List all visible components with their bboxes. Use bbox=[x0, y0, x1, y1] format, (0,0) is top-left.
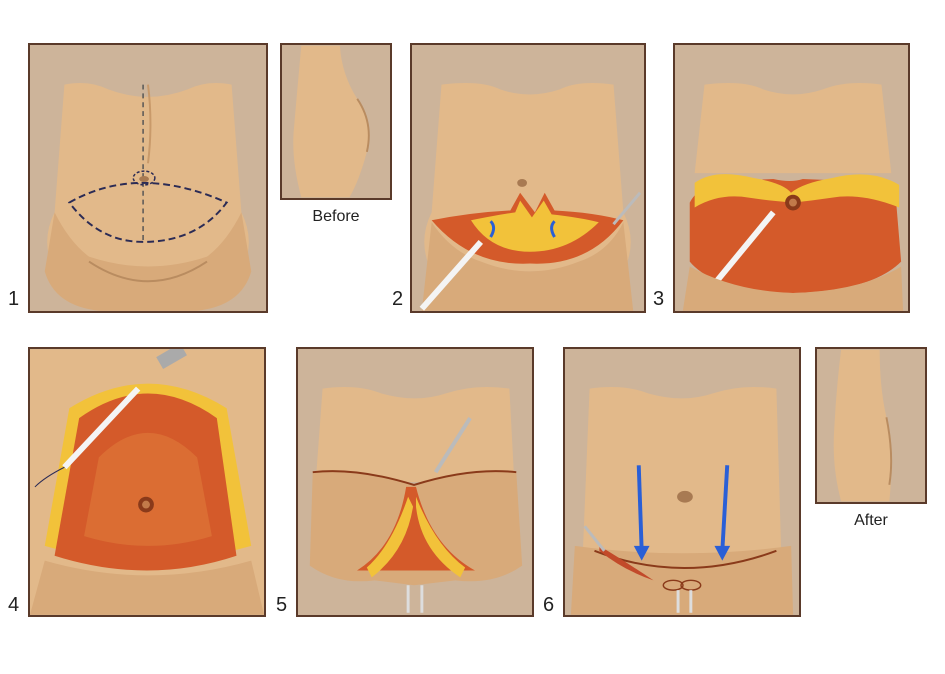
torso-lower-incision bbox=[419, 82, 642, 311]
torso-flap-elevated bbox=[30, 349, 264, 615]
panel-step-2 bbox=[410, 43, 646, 313]
torso-skin-flap-lifted bbox=[682, 82, 904, 311]
side-profile-before bbox=[293, 45, 370, 198]
step-number-1: 1 bbox=[8, 288, 20, 310]
panel-step-4 bbox=[28, 347, 266, 617]
caption-after: After bbox=[854, 512, 888, 529]
panel-step-3 bbox=[673, 43, 910, 313]
torso-closure-start bbox=[309, 386, 523, 613]
panel-step-1 bbox=[28, 43, 268, 313]
side-profile-after bbox=[833, 349, 893, 502]
torso-marked-incisions bbox=[44, 82, 252, 311]
step-number-4: 4 bbox=[8, 594, 20, 616]
step-number-5: 5 bbox=[276, 594, 288, 616]
step-number-2: 2 bbox=[392, 288, 404, 310]
panel-after bbox=[815, 347, 927, 504]
step-number-6: 6 bbox=[543, 594, 555, 616]
panel-step-5 bbox=[296, 347, 534, 617]
step-number-3: 3 bbox=[653, 288, 665, 310]
caption-before: Before bbox=[312, 208, 360, 225]
panel-step-6 bbox=[563, 347, 801, 617]
panel-before bbox=[280, 43, 392, 200]
torso-sutured-closure bbox=[570, 386, 794, 615]
